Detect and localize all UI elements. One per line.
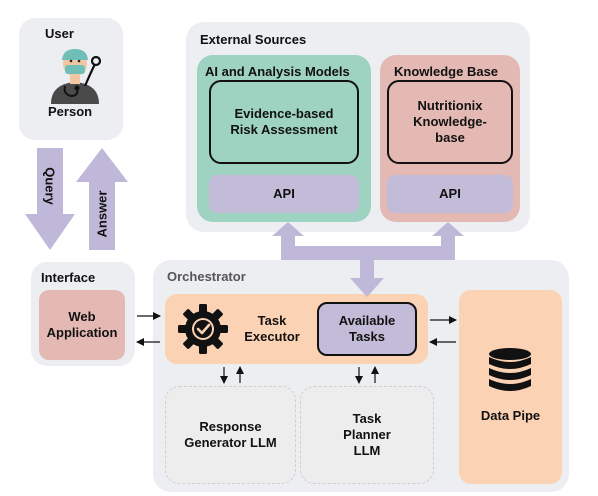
knowledge-base-title: Knowledge Base	[394, 64, 499, 79]
interface-title: Interface	[41, 270, 96, 285]
external-sources-title: External Sources	[200, 32, 307, 47]
response-generator-llm-box: Response Generator LLM	[165, 386, 296, 484]
web-application-box: Web Application	[39, 290, 125, 360]
nutritionix-knowledge-base-box: Nutritionix Knowledge-base	[387, 80, 513, 164]
risk-assessment-model-box: Evidence-based Risk Assessment	[209, 80, 359, 164]
gear-check-icon	[177, 303, 229, 355]
query-arrow: Query	[25, 148, 75, 250]
person-with-stethoscope-icon	[47, 42, 107, 104]
task-planner-llm-box: Task Planner LLM	[300, 386, 434, 484]
available-tasks-box: Available Tasks	[317, 302, 417, 356]
ai-api-box: API	[209, 175, 359, 213]
user-person-label: Person	[48, 104, 93, 119]
database-icon	[487, 348, 533, 398]
ai-models-title: AI and Analysis Models	[205, 64, 350, 79]
knowledge-base-panel: Knowledge Base Nutritionix Knowledge-bas…	[380, 55, 520, 222]
answer-arrow: Answer	[76, 148, 128, 250]
task-executor-label: Task Executor	[244, 312, 300, 344]
data-pipe-block: Data Pipe	[459, 290, 562, 484]
orchestrator-title: Orchestrator	[167, 269, 246, 284]
ai-models-panel: AI and Analysis Models Evidence-based Ri…	[197, 55, 371, 222]
task-executor-block: Task Executor Available Tasks	[165, 294, 428, 364]
query-label: Query	[42, 167, 58, 205]
interface-panel: Interface Web Application	[31, 262, 135, 366]
answer-label: Answer	[94, 190, 110, 238]
data-pipe-label: Data Pipe	[480, 407, 541, 423]
user-title: User	[45, 26, 74, 41]
user-panel: User Person	[19, 18, 123, 140]
kb-api-box: API	[387, 175, 513, 213]
